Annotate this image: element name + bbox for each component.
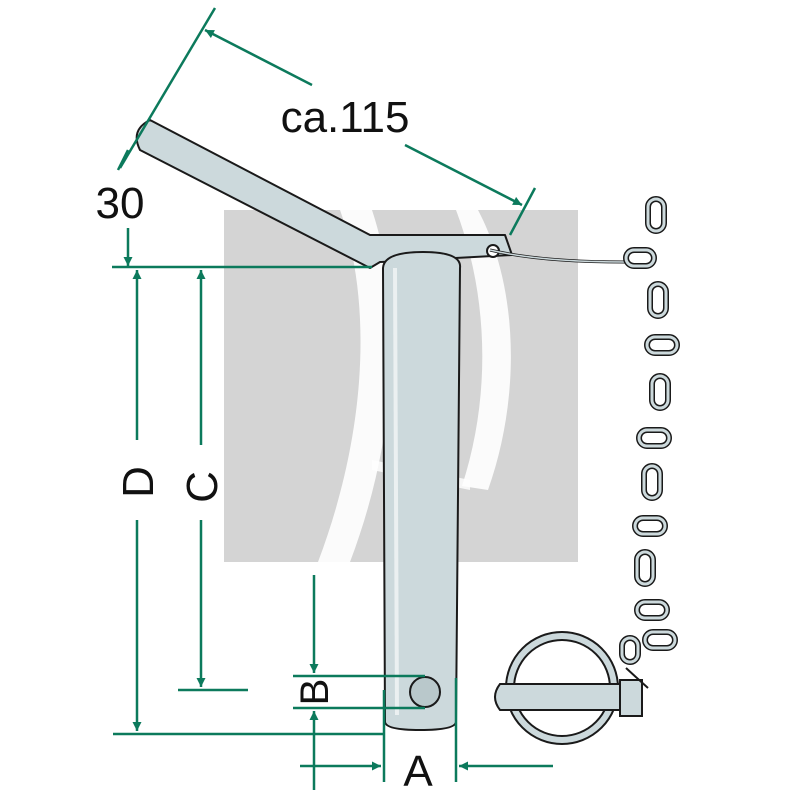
dimension-b [293,575,425,790]
chain-link [635,550,655,586]
chain-link [645,335,679,355]
dim-c-label: C [178,471,227,503]
chain-link [633,516,667,536]
dimension-a [300,678,553,782]
chain-link [648,282,668,318]
chain-link [635,600,669,620]
offset-label: 30 [96,179,145,228]
dimension-c [178,270,248,692]
spring-clip [494,631,649,745]
chain [619,196,680,665]
chain-link [647,281,669,319]
dim-b-label: B [293,679,337,706]
chain-link [620,636,640,664]
dim-d-label: D [114,466,163,498]
chain-link [624,248,656,268]
chain-link [642,464,662,500]
chain-link [646,197,666,233]
chain-link [637,428,671,448]
length-label: ca.115 [281,93,410,142]
chain-link [641,463,663,501]
chain-link [650,374,670,410]
dimension-d [113,270,384,736]
pin-handle [135,119,513,269]
chain-link [645,196,667,234]
dimension-offset [112,149,372,269]
pin-shank [381,250,462,732]
chain-link [643,630,677,650]
dimension-length [118,7,537,236]
chain-link [634,549,656,587]
dim-a-label: A [403,747,433,796]
chain-link [649,373,671,411]
cross-hole [409,676,441,708]
